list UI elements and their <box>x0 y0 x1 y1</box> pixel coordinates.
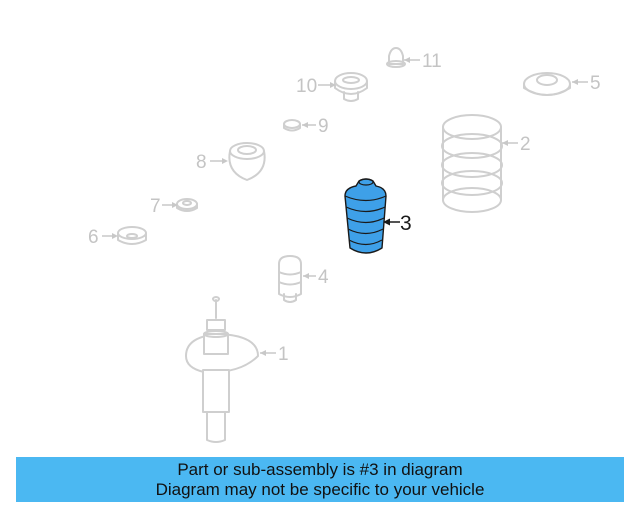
callout-8: 8 <box>196 152 228 173</box>
callout-5: 5 <box>572 73 601 94</box>
banner-line-part-number: Part or sub-assembly is #3 in diagram <box>177 460 463 479</box>
callout-10: 10 <box>296 76 336 97</box>
part-7-washer <box>176 198 198 212</box>
part-9-washer <box>283 119 301 132</box>
part-1-strut <box>185 296 259 443</box>
svg-text:4: 4 <box>318 267 329 288</box>
svg-text:6: 6 <box>88 227 99 248</box>
svg-text:5: 5 <box>590 73 601 94</box>
info-banner: Part or sub-assembly is #3 in diagram Di… <box>16 457 624 502</box>
callout-2: 2 <box>502 134 531 155</box>
svg-text:11: 11 <box>422 51 442 72</box>
part-3-dust-boot <box>344 178 387 254</box>
callout-6: 6 <box>88 227 118 248</box>
svg-text:9: 9 <box>318 116 329 137</box>
callout-3: 3 <box>383 212 412 235</box>
part-5-mount-plate <box>523 72 571 96</box>
part-8-bushing <box>228 142 266 181</box>
svg-text:7: 7 <box>150 196 161 217</box>
part-6-bushing <box>117 226 147 245</box>
svg-text:8: 8 <box>196 152 207 173</box>
callout-7: 7 <box>150 196 178 217</box>
part-11-nut <box>386 47 406 68</box>
svg-text:2: 2 <box>520 134 531 155</box>
part-10-bushing <box>334 72 368 102</box>
callout-4: 4 <box>303 267 329 288</box>
callout-9: 9 <box>302 116 329 137</box>
svg-text:1: 1 <box>278 344 289 365</box>
svg-text:3: 3 <box>400 212 412 235</box>
svg-text:10: 10 <box>296 76 317 97</box>
part-2-coil-spring <box>441 114 503 213</box>
exploded-parts-diagram: 11 10 5 9 <box>88 47 601 443</box>
callout-11: 11 <box>404 51 442 72</box>
banner-line-disclaimer: Diagram may not be specific to your vehi… <box>155 480 485 499</box>
part-4-bump-stop <box>278 255 302 303</box>
callout-1: 1 <box>260 344 289 365</box>
